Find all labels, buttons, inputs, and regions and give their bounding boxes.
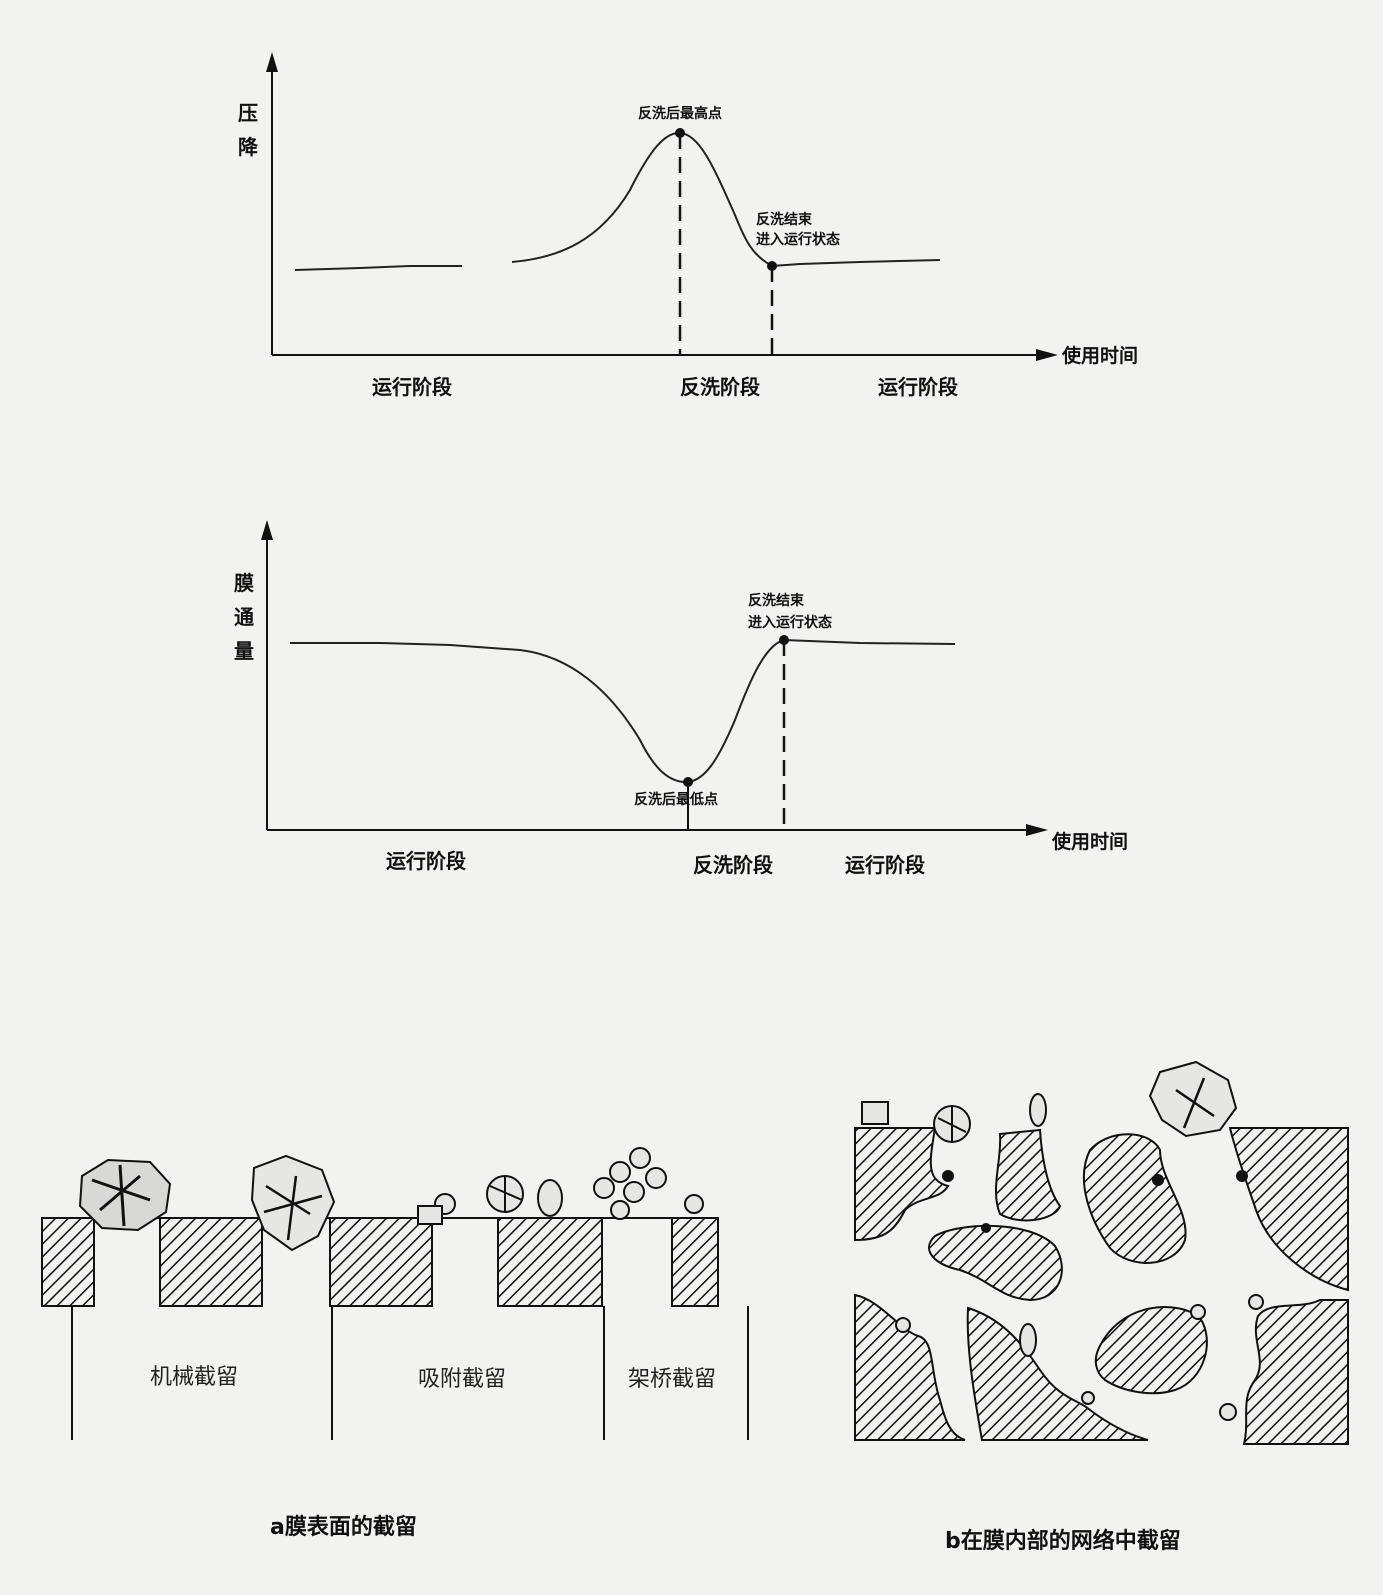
membrane-block bbox=[671, 1217, 719, 1307]
membrane-matrix-piece bbox=[854, 1293, 966, 1441]
trapped-particle bbox=[895, 1317, 911, 1333]
membrane-matrix-piece bbox=[1082, 1133, 1187, 1264]
series-line-peak bbox=[511, 131, 941, 268]
ylabel2-char-2: 量 bbox=[234, 639, 254, 663]
phase-label-run2: 运行阶段 bbox=[878, 375, 958, 399]
membrane-matrix-piece bbox=[1228, 1127, 1349, 1292]
phase-label-backwash: 反洗阶段 bbox=[680, 375, 760, 399]
trapped-particle bbox=[1190, 1304, 1206, 1320]
pressure-drop-chart: 压 降 使用时间 反洗后最高点 反洗结束 进入运行状态 运行阶段 反洗阶段 运行… bbox=[238, 52, 1138, 399]
bridge-particle bbox=[623, 1181, 645, 1203]
trapped-particle bbox=[1248, 1294, 1264, 1310]
bridge-particle bbox=[610, 1200, 630, 1220]
phase-label-backwash: 反洗阶段 bbox=[693, 853, 773, 877]
caption-a: a膜表面的截留 bbox=[270, 1514, 417, 1540]
annotation-min: 反洗后最低点 bbox=[634, 791, 718, 808]
trapped-particle bbox=[942, 1170, 954, 1182]
y-axis-label: 压 降 bbox=[238, 101, 265, 159]
ylabel-char-1: 降 bbox=[238, 135, 259, 159]
internal-retention-diagram: b在膜内部的网络中截留 bbox=[854, 1060, 1349, 1554]
zone-label-adsorption: 吸附截留 bbox=[418, 1367, 506, 1392]
series-line-flux bbox=[290, 638, 956, 784]
membrane-block bbox=[497, 1217, 603, 1307]
large-particle bbox=[78, 1158, 172, 1232]
flux-chart: 膜 通 量 使用时间 反洗结束 进入运行状态 反洗后最低点 运行阶段 反洗阶段 … bbox=[233, 520, 1128, 877]
phase-label-run1: 运行阶段 bbox=[386, 849, 466, 873]
trapped-particle bbox=[861, 1101, 889, 1125]
annotation-end-line1: 反洗结束 bbox=[748, 592, 805, 609]
bridge-particle bbox=[645, 1167, 667, 1189]
phase-label-run1: 运行阶段 bbox=[372, 375, 452, 399]
large-particle bbox=[1148, 1060, 1238, 1138]
trapped-particle bbox=[1019, 1323, 1037, 1357]
x-axis-arrow bbox=[1026, 824, 1048, 836]
zone-label-mechanical: 机械截留 bbox=[150, 1365, 238, 1390]
ylabel2-char-0: 膜 bbox=[233, 571, 254, 595]
membrane-block bbox=[329, 1217, 433, 1307]
caption-b: b在膜内部的网络中截留 bbox=[945, 1528, 1181, 1554]
series-line-run1 bbox=[294, 265, 462, 271]
particle-detail bbox=[489, 1176, 523, 1212]
bridge-particle bbox=[609, 1161, 631, 1183]
membrane-matrix-piece bbox=[928, 1224, 1063, 1302]
annotation-end-line1: 反洗结束 bbox=[756, 211, 813, 228]
bridge-particle bbox=[629, 1147, 651, 1169]
membrane-block bbox=[41, 1217, 95, 1307]
y-axis-label: 膜 通 量 bbox=[233, 571, 261, 663]
annotation-end: 反洗结束 进入运行状态 bbox=[756, 211, 840, 248]
particle-detail bbox=[91, 1164, 151, 1227]
y-axis-arrow bbox=[261, 520, 273, 540]
trapped-particle bbox=[1219, 1403, 1237, 1421]
trapped-particle bbox=[1081, 1391, 1095, 1405]
phase-label-run2: 运行阶段 bbox=[845, 853, 925, 877]
x-axis-label: 使用时间 bbox=[1051, 831, 1128, 853]
annotation-end-line2: 进入运行状态 bbox=[748, 614, 832, 631]
trapped-particle bbox=[981, 1223, 991, 1233]
trapped-particle bbox=[1029, 1093, 1047, 1127]
membrane-block bbox=[159, 1217, 263, 1307]
annotation-peak: 反洗后最高点 bbox=[638, 105, 722, 122]
bridge-particle bbox=[593, 1177, 615, 1199]
ylabel2-char-1: 通 bbox=[234, 605, 254, 629]
particle-detail bbox=[1175, 1077, 1215, 1129]
trapped-particle bbox=[1236, 1170, 1248, 1182]
y-axis-arrow bbox=[266, 52, 278, 72]
membrane-matrix-piece bbox=[854, 1127, 950, 1242]
annotation-end: 反洗结束 进入运行状态 bbox=[748, 592, 832, 631]
zone-label-bridging: 架桥截留 bbox=[628, 1367, 716, 1392]
surface-retention-diagram: 机械截留 吸附截留 架桥截留 a膜表面的截留 bbox=[41, 1147, 749, 1540]
membrane-matrix-piece bbox=[994, 1128, 1062, 1222]
trapped-particle bbox=[1152, 1174, 1164, 1186]
small-particle bbox=[684, 1194, 704, 1214]
ylabel-char-0: 压 bbox=[238, 101, 258, 125]
membrane-matrix-piece bbox=[1094, 1306, 1208, 1395]
small-particle bbox=[417, 1205, 443, 1225]
particle-detail bbox=[263, 1175, 323, 1241]
annotation-end-line2: 进入运行状态 bbox=[756, 231, 840, 248]
membrane-matrix-piece bbox=[1242, 1299, 1349, 1445]
x-axis-arrow bbox=[1036, 349, 1058, 361]
x-axis-label: 使用时间 bbox=[1061, 345, 1138, 367]
medium-particle bbox=[537, 1179, 563, 1217]
particle-detail bbox=[937, 1106, 967, 1142]
